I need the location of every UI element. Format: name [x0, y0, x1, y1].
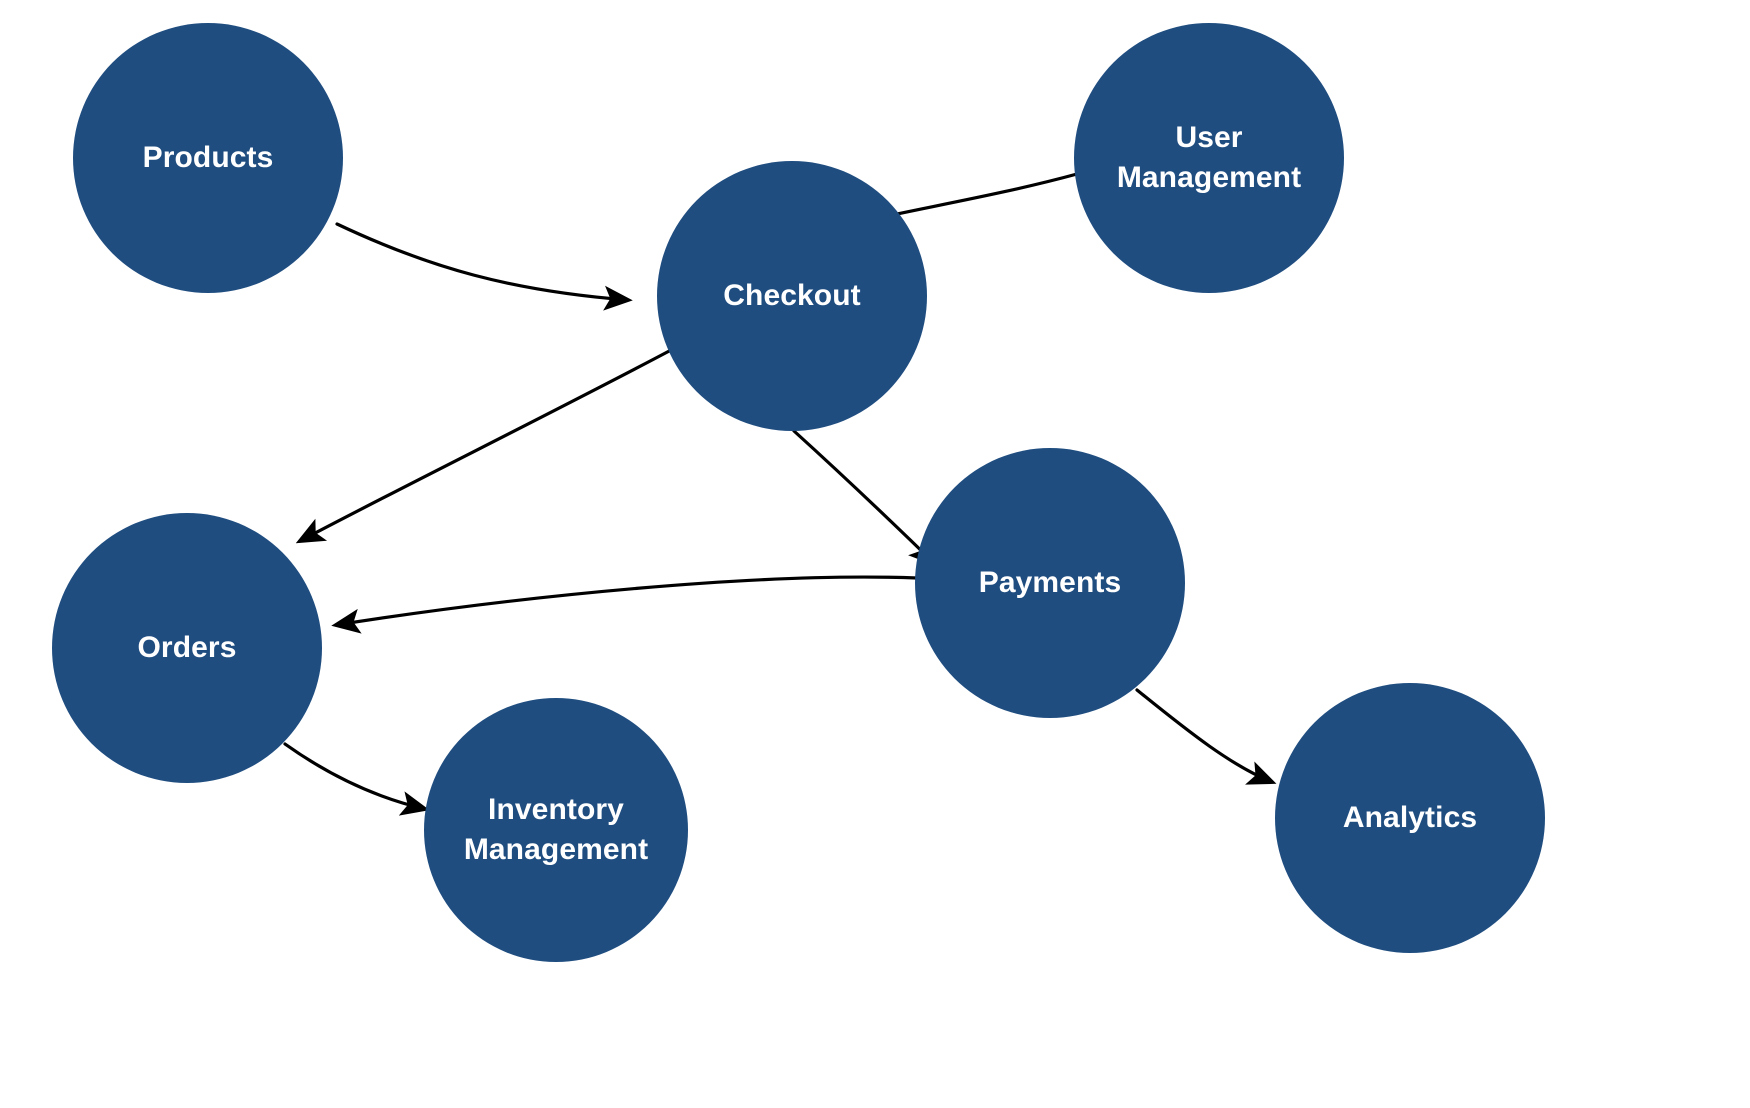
node-analytics[interactable]: Analytics	[1275, 683, 1545, 953]
node-analytics-label: Analytics	[1342, 801, 1478, 835]
node-inventory-management[interactable]: Inventory Management	[424, 698, 688, 962]
edge-checkout-payments	[792, 429, 938, 567]
node-orders[interactable]: Orders	[52, 513, 322, 783]
node-payments-label: Payments	[978, 566, 1122, 600]
node-checkout[interactable]: Checkout	[657, 161, 927, 431]
node-products[interactable]: Products	[73, 23, 343, 293]
edge-payments-analytics	[1135, 688, 1277, 785]
edge-payments-orders	[331, 575, 919, 634]
edge-orders-inventory	[283, 742, 430, 816]
node-checkout-label: Checkout	[723, 279, 861, 313]
node-products-label: Products	[142, 141, 274, 175]
node-user-management-label: User Management	[1116, 121, 1302, 194]
edge-checkout-orders	[295, 347, 675, 544]
node-user-management[interactable]: User Management	[1074, 23, 1344, 293]
node-payments[interactable]: Payments	[915, 448, 1185, 718]
node-inventory-management-label: Inventory Management	[463, 793, 649, 866]
edge-products-checkout	[335, 222, 633, 311]
node-orders-label: Orders	[137, 631, 237, 665]
